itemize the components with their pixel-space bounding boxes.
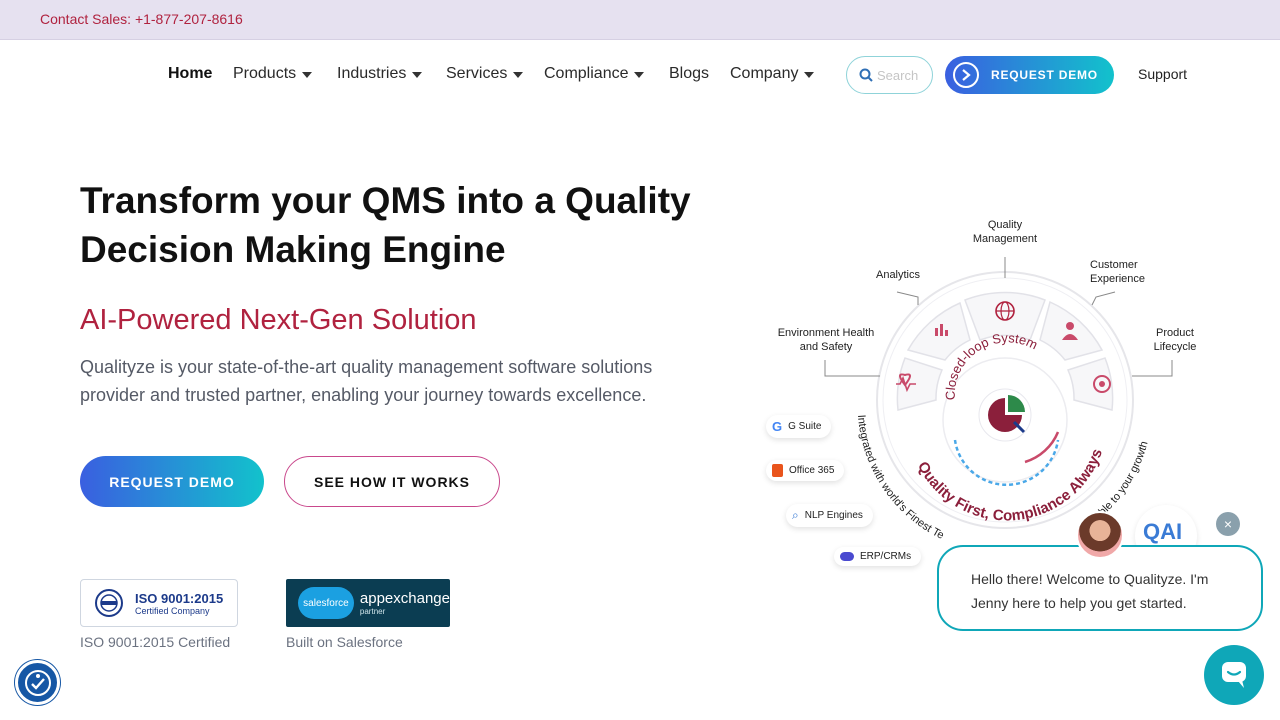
see-how-it-works-button[interactable]: SEE HOW IT WORKS bbox=[284, 456, 500, 507]
label-analytics: Analytics bbox=[875, 269, 921, 281]
iso-subtitle: Certified Company bbox=[135, 605, 210, 616]
nav-products[interactable]: Products bbox=[233, 65, 313, 83]
office-icon bbox=[772, 464, 783, 477]
qms-diagram: Closed-loop System Quality First, Compli… bbox=[740, 200, 1240, 600]
support-link[interactable]: Support bbox=[1138, 66, 1188, 82]
search-input[interactable] bbox=[877, 67, 927, 83]
request-demo-button[interactable]: REQUEST DEMO bbox=[80, 456, 264, 507]
chat-agent-avatar bbox=[1076, 511, 1124, 559]
label-product-lifecycle: Product Lifecycle bbox=[1153, 327, 1197, 353]
iso-seal-icon bbox=[95, 589, 123, 617]
caret-down-icon bbox=[634, 72, 645, 78]
chat-bubble-icon bbox=[1222, 662, 1246, 688]
nav-company[interactable]: Company bbox=[730, 65, 815, 83]
google-g-icon: G bbox=[772, 419, 783, 434]
main-nav: Home Products Industries Services Compli… bbox=[0, 40, 1280, 110]
iso-caption: ISO 9001:2015 Certified bbox=[80, 634, 231, 650]
nav-label: Blogs bbox=[669, 65, 710, 82]
integration-label: NLP Engines bbox=[804, 510, 863, 521]
caret-down-icon bbox=[804, 72, 815, 78]
integration-nlp: ⌕ NLP Engines bbox=[786, 504, 873, 527]
integration-office365: Office 365 bbox=[766, 460, 845, 481]
hero-subtitle: AI-Powered Next-Gen Solution bbox=[80, 304, 477, 336]
label-customer-experience: Customer Experience bbox=[1090, 259, 1146, 285]
request-demo-nav-button[interactable]: REQUEST DEMO bbox=[945, 56, 1114, 94]
appexchange-title: appexchange bbox=[359, 590, 450, 607]
nlp-search-icon: ⌕ bbox=[792, 508, 799, 522]
caret-down-icon bbox=[513, 72, 524, 78]
salesforce-logo: salesforce bbox=[298, 587, 354, 619]
integration-label: ERP/CRMs bbox=[860, 551, 912, 562]
iso-badge: ISO 9001:2015 Certified Company bbox=[80, 579, 238, 627]
nav-industries[interactable]: Industries bbox=[337, 65, 423, 83]
nav-blogs[interactable]: Blogs bbox=[669, 65, 709, 83]
request-demo-label: REQUEST DEMO bbox=[991, 68, 1098, 82]
nav-compliance[interactable]: Compliance bbox=[544, 65, 645, 83]
accessibility-button[interactable] bbox=[15, 660, 60, 705]
chat-welcome-bubble[interactable]: Hello there! Welcome to Qualityze. I'm J… bbox=[937, 545, 1263, 631]
search-box[interactable] bbox=[846, 56, 933, 94]
cloud-icon bbox=[840, 552, 854, 561]
top-bar: Contact Sales: +1-877-207-8616 bbox=[0, 0, 1280, 40]
nav-label: Company bbox=[730, 65, 799, 82]
caret-down-icon bbox=[412, 72, 423, 78]
search-icon bbox=[859, 68, 873, 82]
nav-home[interactable]: Home bbox=[168, 65, 212, 83]
nav-label: Home bbox=[168, 65, 213, 82]
salesforce-caption: Built on Salesforce bbox=[286, 634, 403, 650]
nav-label: Compliance bbox=[544, 65, 629, 82]
integration-label: G Suite bbox=[788, 421, 822, 432]
chat-close-button[interactable]: × bbox=[1216, 512, 1240, 536]
appexchange-sub: partner bbox=[359, 607, 386, 616]
nav-label: Industries bbox=[337, 65, 407, 82]
integration-gsuite: G G Suite bbox=[766, 415, 832, 438]
integration-erp: ERP/CRMs bbox=[834, 547, 922, 566]
chat-message: Hello there! Welcome to Qualityze. I'm J… bbox=[971, 571, 1209, 611]
nav-label: Products bbox=[233, 65, 297, 82]
integration-label: Office 365 bbox=[789, 465, 835, 476]
caret-down-icon bbox=[302, 72, 313, 78]
accessibility-icon bbox=[24, 669, 51, 696]
iso-title: ISO 9001:2015 bbox=[135, 590, 224, 606]
label-quality-management: Quality Management bbox=[972, 219, 1038, 245]
contact-sales-link[interactable]: Contact Sales: +1-877-207-8616 bbox=[40, 11, 243, 27]
nav-label: Services bbox=[446, 65, 508, 82]
salesforce-badge: salesforce appexchange partner bbox=[286, 579, 450, 627]
nav-services[interactable]: Services bbox=[446, 65, 524, 83]
hero-title: Transform your QMS into a Quality Decisi… bbox=[80, 180, 691, 270]
chat-launcher-button[interactable] bbox=[1204, 645, 1264, 705]
hero-description: Qualityze is your state-of-the-art quali… bbox=[80, 357, 653, 405]
label-environment-health-safety: Environment Health and Safety bbox=[777, 327, 875, 353]
chevron-right-icon bbox=[953, 62, 979, 88]
